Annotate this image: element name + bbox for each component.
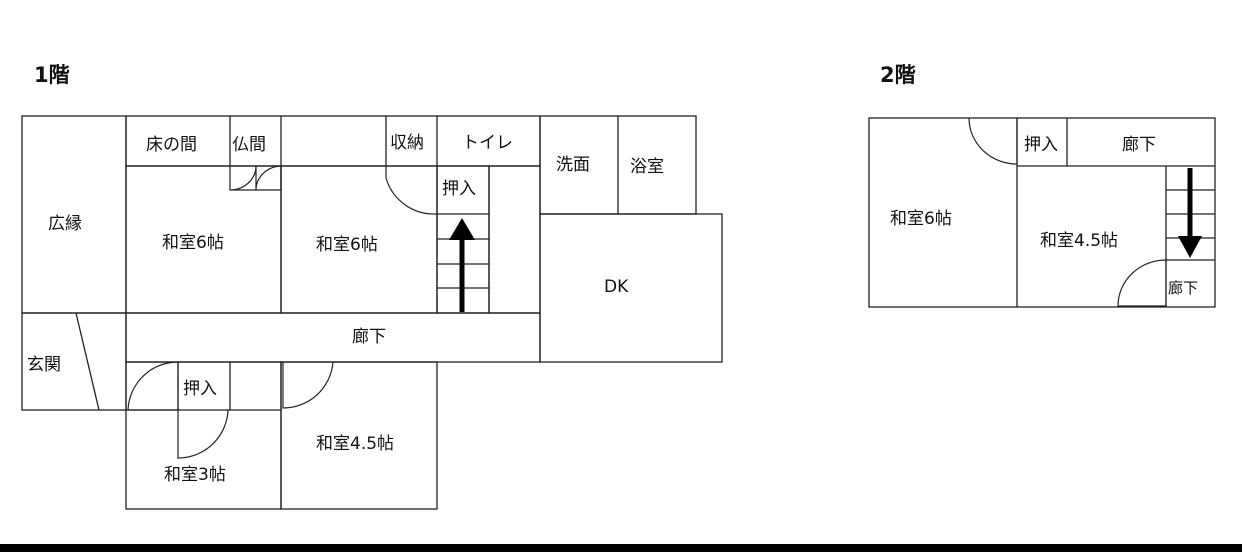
label-yokushitsu: 浴室	[630, 157, 664, 177]
washitsu45-door	[282, 361, 334, 409]
label-2f-washitsu6: 和室6帖	[890, 209, 952, 229]
floor-2-plan: 和室6帖 押入 廊下 和室4.5帖 廊下	[868, 117, 1216, 308]
washitsu3-door	[177, 409, 229, 459]
oshiire-door	[127, 361, 179, 411]
shuno-door	[385, 166, 437, 215]
label-tokonoma: 床の間	[146, 135, 197, 155]
label-butsuma: 仏間	[232, 135, 266, 155]
label-shuno: 収納	[390, 133, 424, 153]
label-senmen: 洗面	[556, 155, 590, 175]
label-oshiire-lower: 押入	[183, 379, 217, 399]
label-washitsu3: 和室3帖	[164, 465, 226, 485]
label-2f-roka-small: 廊下	[1168, 279, 1198, 297]
label-washitsu45: 和室4.5帖	[316, 434, 394, 454]
label-2f-washitsu45: 和室4.5帖	[1040, 231, 1118, 251]
label-genkan: 玄関	[27, 355, 61, 375]
label-washitsu6-b: 和室6帖	[316, 235, 378, 255]
floor-1-plan: 広縁 床の間 仏間 収納 トイレ 洗面 浴室 和室6帖 和室6帖 押入 DK 玄…	[21, 115, 723, 510]
bottom-bar	[0, 544, 1242, 552]
label-2f-oshiire: 押入	[1024, 135, 1058, 155]
butsuma-door-right	[255, 165, 282, 191]
washitsu45-2f-door	[1117, 259, 1167, 307]
label-oshiire-stair: 押入	[442, 179, 476, 199]
label-dk: DK	[604, 277, 629, 297]
label-washitsu6-a: 和室6帖	[162, 233, 224, 253]
stairs-up-arrow-icon	[449, 218, 475, 240]
label-hiroen: 広縁	[48, 214, 82, 234]
floor-1-title: 1階	[34, 63, 70, 87]
washitsu6-2f-door	[968, 117, 1018, 165]
butsuma-door-left	[229, 165, 257, 191]
floor-2-outline	[868, 117, 1216, 308]
genkan-partition	[75, 312, 100, 411]
corridor-1f	[125, 312, 541, 363]
label-toilet: トイレ	[462, 133, 513, 153]
floor-2-title: 2階	[880, 63, 916, 87]
room-washitsu45	[280, 361, 438, 510]
label-roka: 廊下	[352, 327, 386, 347]
label-2f-roka-top: 廊下	[1122, 135, 1156, 155]
stairs-down-arrow-icon	[1178, 236, 1202, 258]
room-dk	[539, 213, 723, 363]
